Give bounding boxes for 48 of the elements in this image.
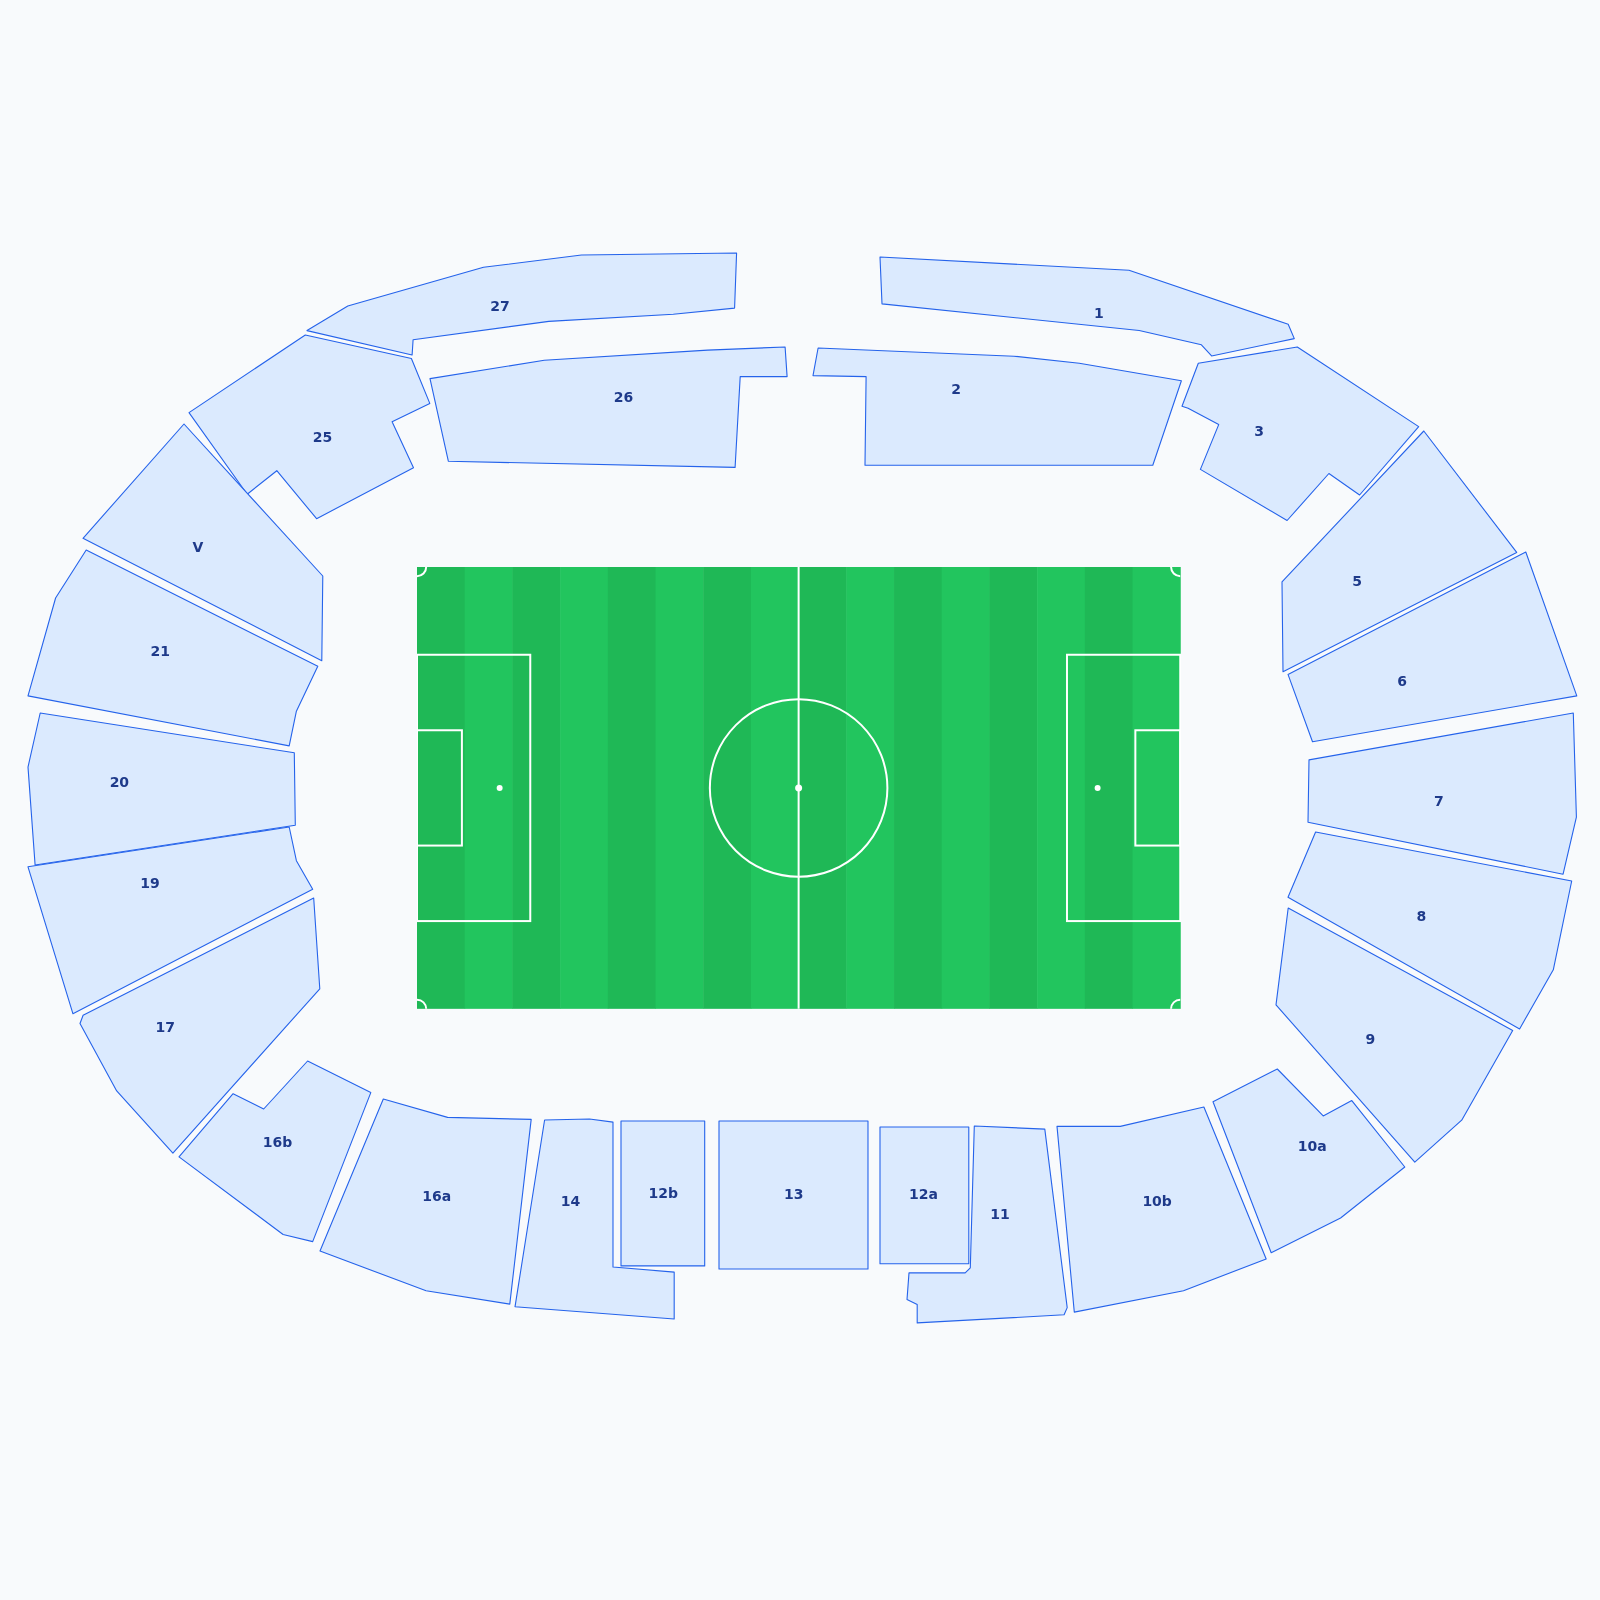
seating-section	[1287, 552, 1577, 742]
section-label: 12b	[648, 1185, 678, 1200]
seating-section	[27, 713, 295, 866]
section-label: 17	[155, 1019, 175, 1034]
section-label: 21	[150, 644, 170, 658]
section-label: 14	[560, 1194, 581, 1208]
seating-section	[1057, 1107, 1267, 1313]
seating-section	[813, 347, 1182, 466]
section-label: 26	[613, 389, 634, 404]
seating-section	[907, 1125, 1068, 1323]
section-label: 13	[784, 1186, 804, 1201]
section-label: 16b	[262, 1134, 293, 1149]
seating-section	[1275, 908, 1513, 1163]
section-label: 9	[1365, 1031, 1376, 1046]
section-label: 3	[1254, 423, 1265, 438]
section-label: 8	[1416, 909, 1427, 924]
section-label: 1	[1094, 306, 1104, 321]
section-label: 16a	[422, 1188, 452, 1203]
section-label: 11	[990, 1207, 1010, 1222]
seating-section	[1287, 831, 1572, 1029]
seating-section	[719, 1121, 869, 1270]
seating-section	[621, 1121, 706, 1267]
seating-section	[429, 346, 787, 468]
section-label: 7	[1433, 794, 1444, 808]
seating-section	[79, 897, 320, 1154]
seating-section	[1281, 430, 1517, 672]
seating-section	[1213, 1069, 1406, 1254]
section-label: 2	[951, 381, 961, 396]
section-label: 10b	[1142, 1194, 1172, 1208]
section-label: 5	[1352, 573, 1362, 588]
seating-section	[27, 550, 318, 746]
section-label: 6	[1397, 673, 1407, 688]
section-label: 27	[490, 299, 510, 314]
seating-section	[178, 1061, 371, 1242]
section-label: 25	[312, 429, 333, 444]
section-label: 19	[140, 875, 160, 890]
seating-section	[307, 253, 737, 356]
section-label: 10a	[1297, 1138, 1327, 1153]
seating-section	[320, 1098, 532, 1305]
section-label: 12a	[909, 1186, 938, 1201]
seating-section	[188, 334, 430, 519]
seating-section	[879, 1126, 969, 1264]
seating-section	[1181, 346, 1419, 521]
seating-section	[879, 257, 1294, 357]
section-label: V	[192, 539, 204, 554]
seating-section	[27, 826, 313, 1014]
seating-section	[1308, 713, 1577, 875]
section-label: 20	[109, 774, 130, 789]
